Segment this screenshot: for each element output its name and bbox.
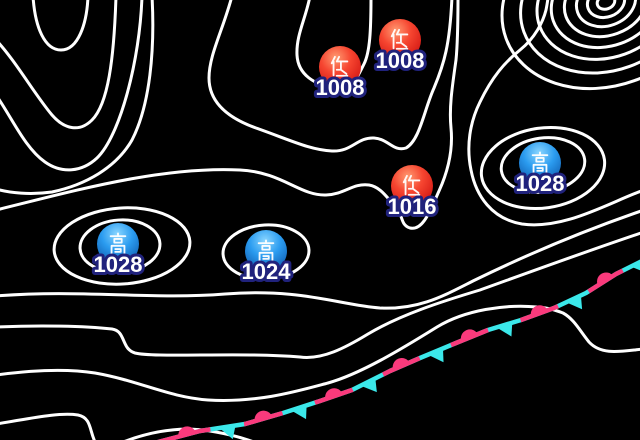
low-symbol-circle [391, 165, 433, 207]
isobar-contour [562, 0, 640, 39]
isobar-contour [535, 0, 640, 61]
isobar-contour [207, 0, 454, 153]
pressure-marker-high[interactable]: 1028 [513, 142, 567, 199]
isobar-contour [0, 412, 96, 440]
cold-front-triangle-icon [218, 425, 236, 440]
warm-front-semicircle-icon [392, 358, 410, 371]
isobar-contour [585, 0, 627, 20]
low-kanji-icon [330, 55, 349, 77]
isobar-contour [0, 304, 640, 402]
isobar-contour [78, 218, 162, 274]
pressure-value-label: 1016 [388, 194, 437, 219]
cold-front-triangle-icon [630, 258, 640, 274]
warm-front-semicircle-icon [325, 388, 343, 401]
pressure-value-label: 1008 [316, 75, 365, 100]
pressure-value-label: 1028 [94, 252, 143, 277]
isobar-spiral [500, 0, 640, 91]
isobar-contour [500, 0, 640, 91]
isobar-contour [499, 136, 587, 194]
isobar-contour [574, 0, 638, 29]
isobar-contour [467, 0, 640, 227]
pressure-value-label: 1028 [516, 171, 565, 196]
isobar-contour [519, 0, 640, 75]
isobar-contour [31, 0, 90, 52]
high-kanji-icon [257, 239, 275, 262]
cold-front-triangle-icon [565, 294, 583, 310]
low-kanji-icon [402, 174, 421, 196]
pressure-marker-low[interactable]: 1008 [313, 46, 367, 103]
pressure-marker-low[interactable]: 1008 [373, 19, 427, 76]
isobar-contour [0, 0, 118, 130]
pressure-markers-layer: 1008 1008 1016 1028 1028 1024 [91, 19, 567, 287]
isobar-contour [0, 0, 460, 230]
high-kanji-icon [109, 232, 127, 255]
isobar-contour [52, 206, 192, 286]
pressure-marker-low[interactable]: 1016 [385, 165, 439, 222]
pressure-marker-high[interactable]: 1028 [91, 223, 145, 280]
warm-front-semicircle-icon [460, 329, 479, 342]
warm-front-semicircle-icon [178, 426, 196, 438]
stationary-front [156, 258, 640, 440]
isobar-contour [0, 209, 640, 310]
warm-front-semicircle-icon [530, 305, 549, 318]
isobar-contour [0, 231, 640, 359]
isobar-contour [0, 0, 155, 195]
warm-front-semicircle-icon [597, 272, 614, 287]
cold-front-triangle-icon [427, 347, 444, 363]
isobar-contour [0, 0, 144, 172]
isobar-contour [595, 0, 617, 11]
cold-front-triangle-icon [360, 377, 377, 393]
low-kanji-icon [390, 28, 409, 50]
warm-front-semicircle-icon [254, 410, 273, 423]
cold-front-triangle-icon [290, 404, 307, 420]
high-kanji-icon [531, 151, 549, 174]
pressure-value-label: 1008 [376, 48, 425, 73]
high-symbol-circle [245, 230, 287, 272]
low-symbol-circle [319, 46, 361, 88]
isobar-contour [295, 0, 373, 90]
pressure-marker-high[interactable]: 1024 [239, 230, 294, 287]
isobar-contour [549, 0, 640, 50]
isobar-contour [479, 125, 607, 211]
high-symbol-circle [519, 142, 561, 184]
isobar-contour [221, 223, 311, 281]
pressure-value-label: 1024 [242, 259, 292, 284]
high-symbol-circle [97, 223, 139, 265]
cold-front-triangle-icon [496, 322, 513, 337]
